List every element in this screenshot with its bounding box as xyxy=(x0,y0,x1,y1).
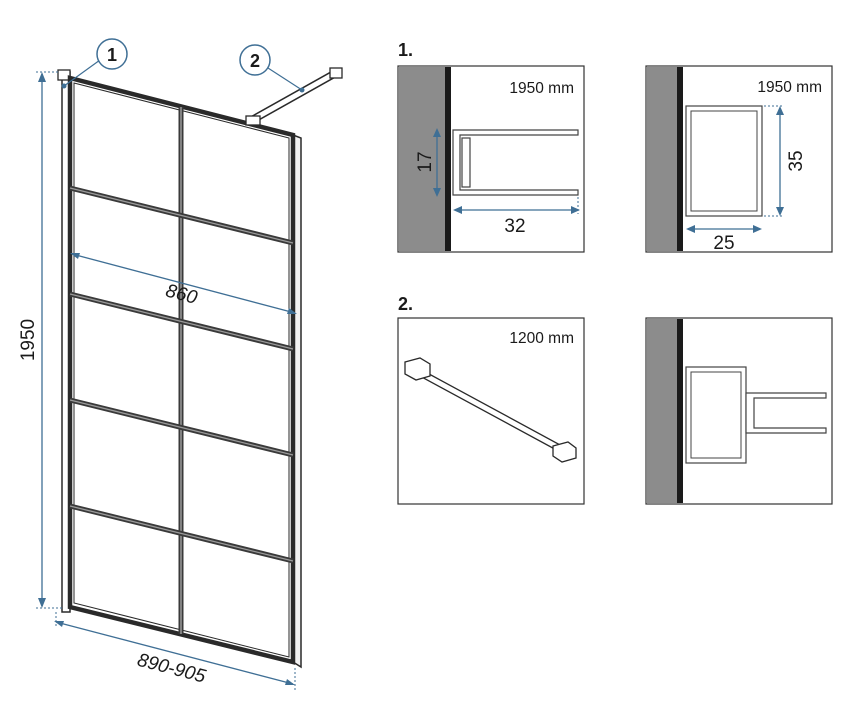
length-label: 1950 mm xyxy=(757,79,822,96)
detail-panel-2a: 1200 mm xyxy=(397,317,585,505)
dim-height-label: 35 xyxy=(786,150,807,171)
panel-outer-frame xyxy=(67,75,296,665)
panel-inner-frame xyxy=(73,82,290,658)
profile-inner-line xyxy=(690,371,742,459)
callout-2: 2 xyxy=(239,44,305,93)
dim-height-label: 17 xyxy=(415,151,436,172)
range-dimension: 890-905 xyxy=(54,612,296,690)
detail-panel-1b: 1950 mm 35 25 xyxy=(645,65,833,254)
u-profile xyxy=(745,392,827,434)
dim-width-label: 32 xyxy=(504,216,525,237)
height-dimension: 1950 xyxy=(18,71,62,609)
seal-strip xyxy=(677,67,683,251)
detail-panel-2b xyxy=(645,317,833,505)
profile-inner-line xyxy=(690,110,758,212)
panel-bar-highlight xyxy=(69,399,294,456)
panel-bar-highlight xyxy=(69,293,294,350)
range-label: 890-905 xyxy=(135,650,208,688)
dim-width-label: 25 xyxy=(713,233,734,254)
height-label: 1950 xyxy=(18,319,39,361)
bar-glass-end xyxy=(552,441,577,463)
callout-number: 1 xyxy=(107,45,117,65)
stabilizer-bar xyxy=(245,67,343,126)
callout-circle xyxy=(239,44,271,76)
stabilizer-bar-detail xyxy=(404,357,577,463)
profile-inner-wall xyxy=(461,137,471,188)
stabilizer-wall-mount xyxy=(329,67,343,79)
callout-number: 2 xyxy=(250,51,260,71)
stabilizer-glass-clamp xyxy=(245,115,261,126)
panel-bar-highlight xyxy=(69,187,294,244)
callout-circle xyxy=(96,38,128,70)
seal-strip xyxy=(677,319,683,503)
wall-profile-section xyxy=(685,366,747,464)
wall-section xyxy=(647,67,677,251)
detail-panel-1a: 1950 mm 17 32 xyxy=(397,65,585,253)
section-1-heading: 1. xyxy=(398,40,413,60)
wall-section xyxy=(647,319,677,503)
wall-profile-section xyxy=(685,105,763,217)
panel-bar-highlight xyxy=(69,505,294,562)
bar-wall-end xyxy=(404,357,431,381)
section-2-heading: 2. xyxy=(398,294,413,314)
length-label: 1950 mm xyxy=(509,80,574,97)
callout-1: 1 xyxy=(61,38,128,89)
shower-panel xyxy=(57,69,302,669)
wall-profile-cap xyxy=(57,69,71,81)
u-profile xyxy=(452,129,579,196)
seal-strip xyxy=(445,67,451,251)
width-label: 860 xyxy=(163,281,199,309)
length-label: 1200 mm xyxy=(509,330,574,347)
